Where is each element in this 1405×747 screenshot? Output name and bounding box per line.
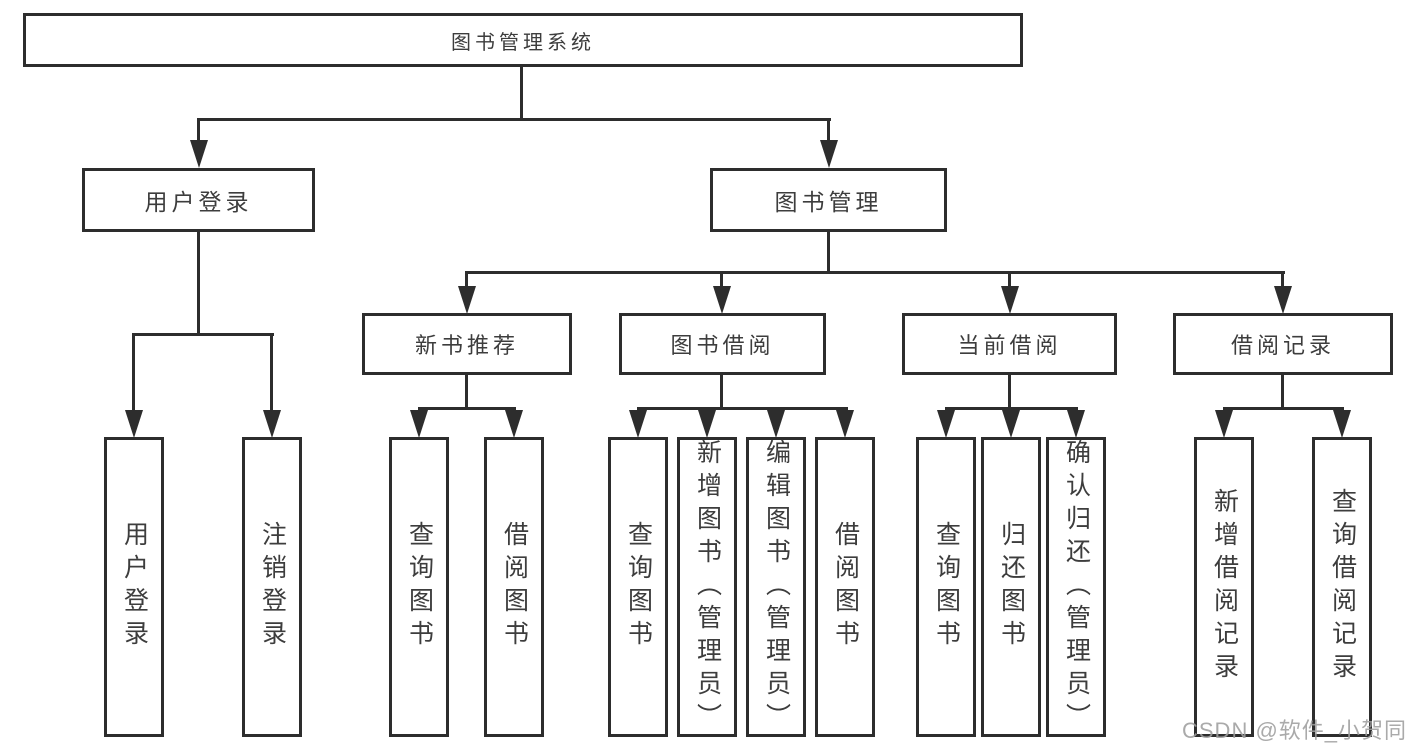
node-label: 借阅图书	[500, 521, 529, 653]
arrow-down-icon	[263, 410, 281, 438]
node-label: 借阅记录	[1230, 333, 1335, 358]
leaf-query-books-borrow: 查询图书	[608, 437, 668, 737]
connector-vline	[827, 120, 830, 142]
arrow-down-icon	[190, 140, 208, 168]
leaf-query-borrow-record: 查询借阅记录	[1312, 437, 1372, 737]
node-label: 新增图书（管理员）	[693, 438, 722, 736]
arrow-down-icon	[698, 410, 716, 438]
connector-vline	[197, 120, 200, 142]
connector-vline	[720, 375, 723, 409]
connector-vline	[465, 273, 468, 287]
connector-vline	[197, 232, 200, 336]
connector-vline	[520, 67, 523, 119]
arrow-down-icon	[1001, 286, 1019, 314]
node-label: 查询图书	[624, 521, 653, 653]
connector-vline	[720, 273, 723, 287]
connector-vline	[132, 335, 135, 411]
node-book-management: 图书管理	[710, 168, 947, 232]
node-book-management-system: 图书管理系统	[23, 13, 1023, 67]
node-label: 归还图书	[997, 521, 1026, 653]
connector-vline	[1281, 375, 1284, 409]
connector-hline	[1223, 407, 1344, 410]
arrow-down-icon	[820, 140, 838, 168]
node-label: 查询借阅记录	[1328, 488, 1357, 686]
leaf-add-books-admin: 新增图书（管理员）	[677, 437, 737, 737]
arrow-down-icon	[1215, 410, 1233, 438]
leaf-add-borrow-record: 新增借阅记录	[1194, 437, 1254, 737]
node-user-login: 用户登录	[82, 168, 315, 232]
node-label: 图书管理系统	[451, 31, 595, 54]
connector-hline	[637, 407, 848, 410]
arrow-down-icon	[410, 410, 428, 438]
connector-hline	[945, 407, 1078, 410]
node-label: 图书借阅	[670, 333, 775, 358]
arrow-down-icon	[1274, 286, 1292, 314]
arrow-down-icon	[505, 410, 523, 438]
leaf-logout: 注销登录	[242, 437, 302, 737]
arrow-down-icon	[1002, 410, 1020, 438]
leaf-edit-books-admin: 编辑图书（管理员）	[746, 437, 806, 737]
node-borrowing-records: 借阅记录	[1173, 313, 1393, 375]
leaf-user-login: 用户登录	[104, 437, 164, 737]
arrow-down-icon	[937, 410, 955, 438]
node-book-borrowing: 图书借阅	[619, 313, 826, 375]
arrow-down-icon	[458, 286, 476, 314]
node-label: 图书管理	[774, 189, 883, 215]
connector-hline	[418, 407, 516, 410]
arrow-down-icon	[1333, 410, 1351, 438]
node-new-book-recommend: 新书推荐	[362, 313, 572, 375]
connector-vline	[1008, 375, 1011, 409]
node-label: 确认归还（管理员）	[1062, 438, 1091, 736]
node-label: 新书推荐	[414, 333, 519, 358]
csdn-watermark: CSDN @软件_小贺同学	[1182, 718, 1405, 743]
arrow-down-icon	[836, 410, 854, 438]
node-label: 编辑图书（管理员）	[762, 438, 791, 736]
node-label: 用户登录	[144, 189, 253, 215]
leaf-query-books-recommend: 查询图书	[389, 437, 449, 737]
node-current-borrowing: 当前借阅	[902, 313, 1117, 375]
node-label: 当前借阅	[957, 333, 1062, 358]
connector-hline	[465, 271, 1285, 274]
connector-vline	[827, 232, 830, 273]
leaf-borrow-books: 借阅图书	[815, 437, 875, 737]
arrow-down-icon	[713, 286, 731, 314]
leaf-confirm-return-admin: 确认归还（管理员）	[1046, 437, 1106, 737]
node-label: 查询图书	[405, 521, 434, 653]
arrow-down-icon	[629, 410, 647, 438]
node-label: 借阅图书	[831, 521, 860, 653]
connector-hline	[132, 333, 274, 336]
leaf-query-books-current: 查询图书	[916, 437, 976, 737]
leaf-borrow-books-recommend: 借阅图书	[484, 437, 544, 737]
connector-vline	[465, 375, 468, 409]
arrow-down-icon	[1067, 410, 1085, 438]
arrow-down-icon	[125, 410, 143, 438]
leaf-return-books: 归还图书	[981, 437, 1041, 737]
connector-vline	[1008, 273, 1011, 287]
node-label: 用户登录	[120, 521, 149, 653]
node-label: 查询图书	[932, 521, 961, 653]
arrow-down-icon	[767, 410, 785, 438]
connector-vline	[1281, 273, 1284, 287]
connector-hline	[197, 118, 831, 121]
node-label: 新增借阅记录	[1210, 488, 1239, 686]
node-label: 注销登录	[258, 521, 287, 653]
connector-vline	[270, 335, 273, 411]
